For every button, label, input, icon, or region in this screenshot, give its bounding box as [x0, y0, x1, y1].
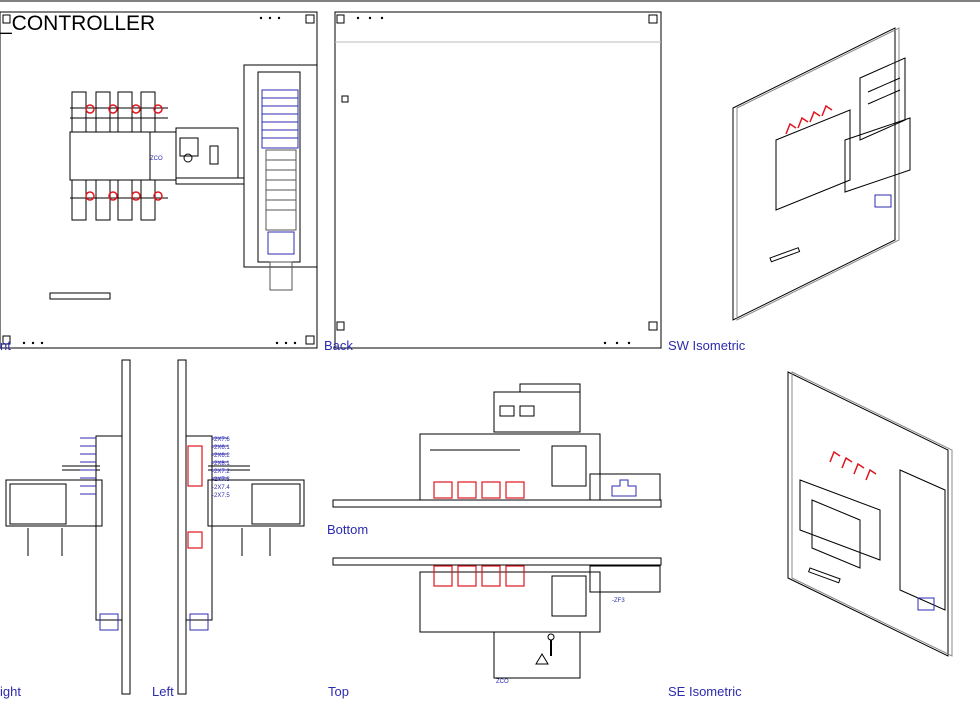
left-panel-edge [177, 359, 187, 695]
terminal-label: -2X7.6 [212, 437, 230, 443]
left-switch-body [207, 479, 305, 527]
top-switch [419, 571, 601, 633]
view-label-bottom: Bottom [327, 522, 369, 537]
view-label-right: ight [0, 684, 21, 699]
view-label-back: Back [324, 338, 353, 353]
sw-iso-switch [775, 109, 851, 211]
back-panel-outline [334, 11, 662, 349]
bottom-backplate [332, 499, 662, 508]
terminal-label: -2X7.3 [212, 477, 230, 483]
pole-contacts-bottom [85, 191, 163, 201]
se-iso-backplate [787, 371, 949, 657]
view-label-se-isometric: SE Isometric [668, 684, 742, 699]
view-label-top: Top [328, 684, 349, 699]
switch-poles-bottom [70, 179, 168, 221]
drawing-title: _CONTROLLER [0, 12, 156, 35]
left-view [177, 359, 305, 695]
terminal-blocks [261, 89, 299, 291]
mounting-rail [49, 292, 111, 300]
terminal-enclosure [243, 64, 318, 268]
terminal-label: -2X7.2 [212, 469, 230, 475]
bottom-view [332, 383, 662, 508]
front-view [0, 11, 318, 349]
pole-contacts-top [85, 104, 163, 114]
terminal-labels: -2X7.6 -2X6.1 -2X6.2 -2X8.1 -2X7.2 -2X7.… [212, 437, 230, 499]
right-panel-edge [95, 435, 123, 621]
se-isometric-view [787, 371, 953, 657]
se-iso-switch [799, 479, 881, 561]
view-label-left: Left [152, 684, 174, 699]
sw-isometric-view [732, 27, 911, 321]
top-tag-b: -ZF3 [612, 598, 625, 604]
se-iso-terminals [899, 469, 946, 611]
switch-poles-top [70, 91, 168, 133]
bottom-switch [419, 433, 601, 501]
top-backplate [332, 557, 662, 566]
terminal-label: -2X6.1 [212, 445, 230, 451]
terminal-label: -2X8.1 [212, 461, 230, 467]
view-label-sw-isometric: SW Isometric [668, 338, 746, 353]
view-label-front: nt [0, 338, 11, 353]
right-view [5, 359, 131, 695]
motor-operator [175, 127, 239, 179]
top-tag: ZCO [496, 679, 509, 685]
right-switch-body [5, 479, 103, 527]
front-tag: ZCO [150, 156, 163, 162]
sw-iso-backplate [732, 27, 896, 321]
terminal-label: -2X7.4 [212, 485, 230, 491]
terminal-label: -2X7.5 [212, 493, 230, 499]
top-view [332, 557, 662, 679]
terminal-label: -2X6.2 [212, 453, 230, 459]
back-view [334, 11, 662, 349]
